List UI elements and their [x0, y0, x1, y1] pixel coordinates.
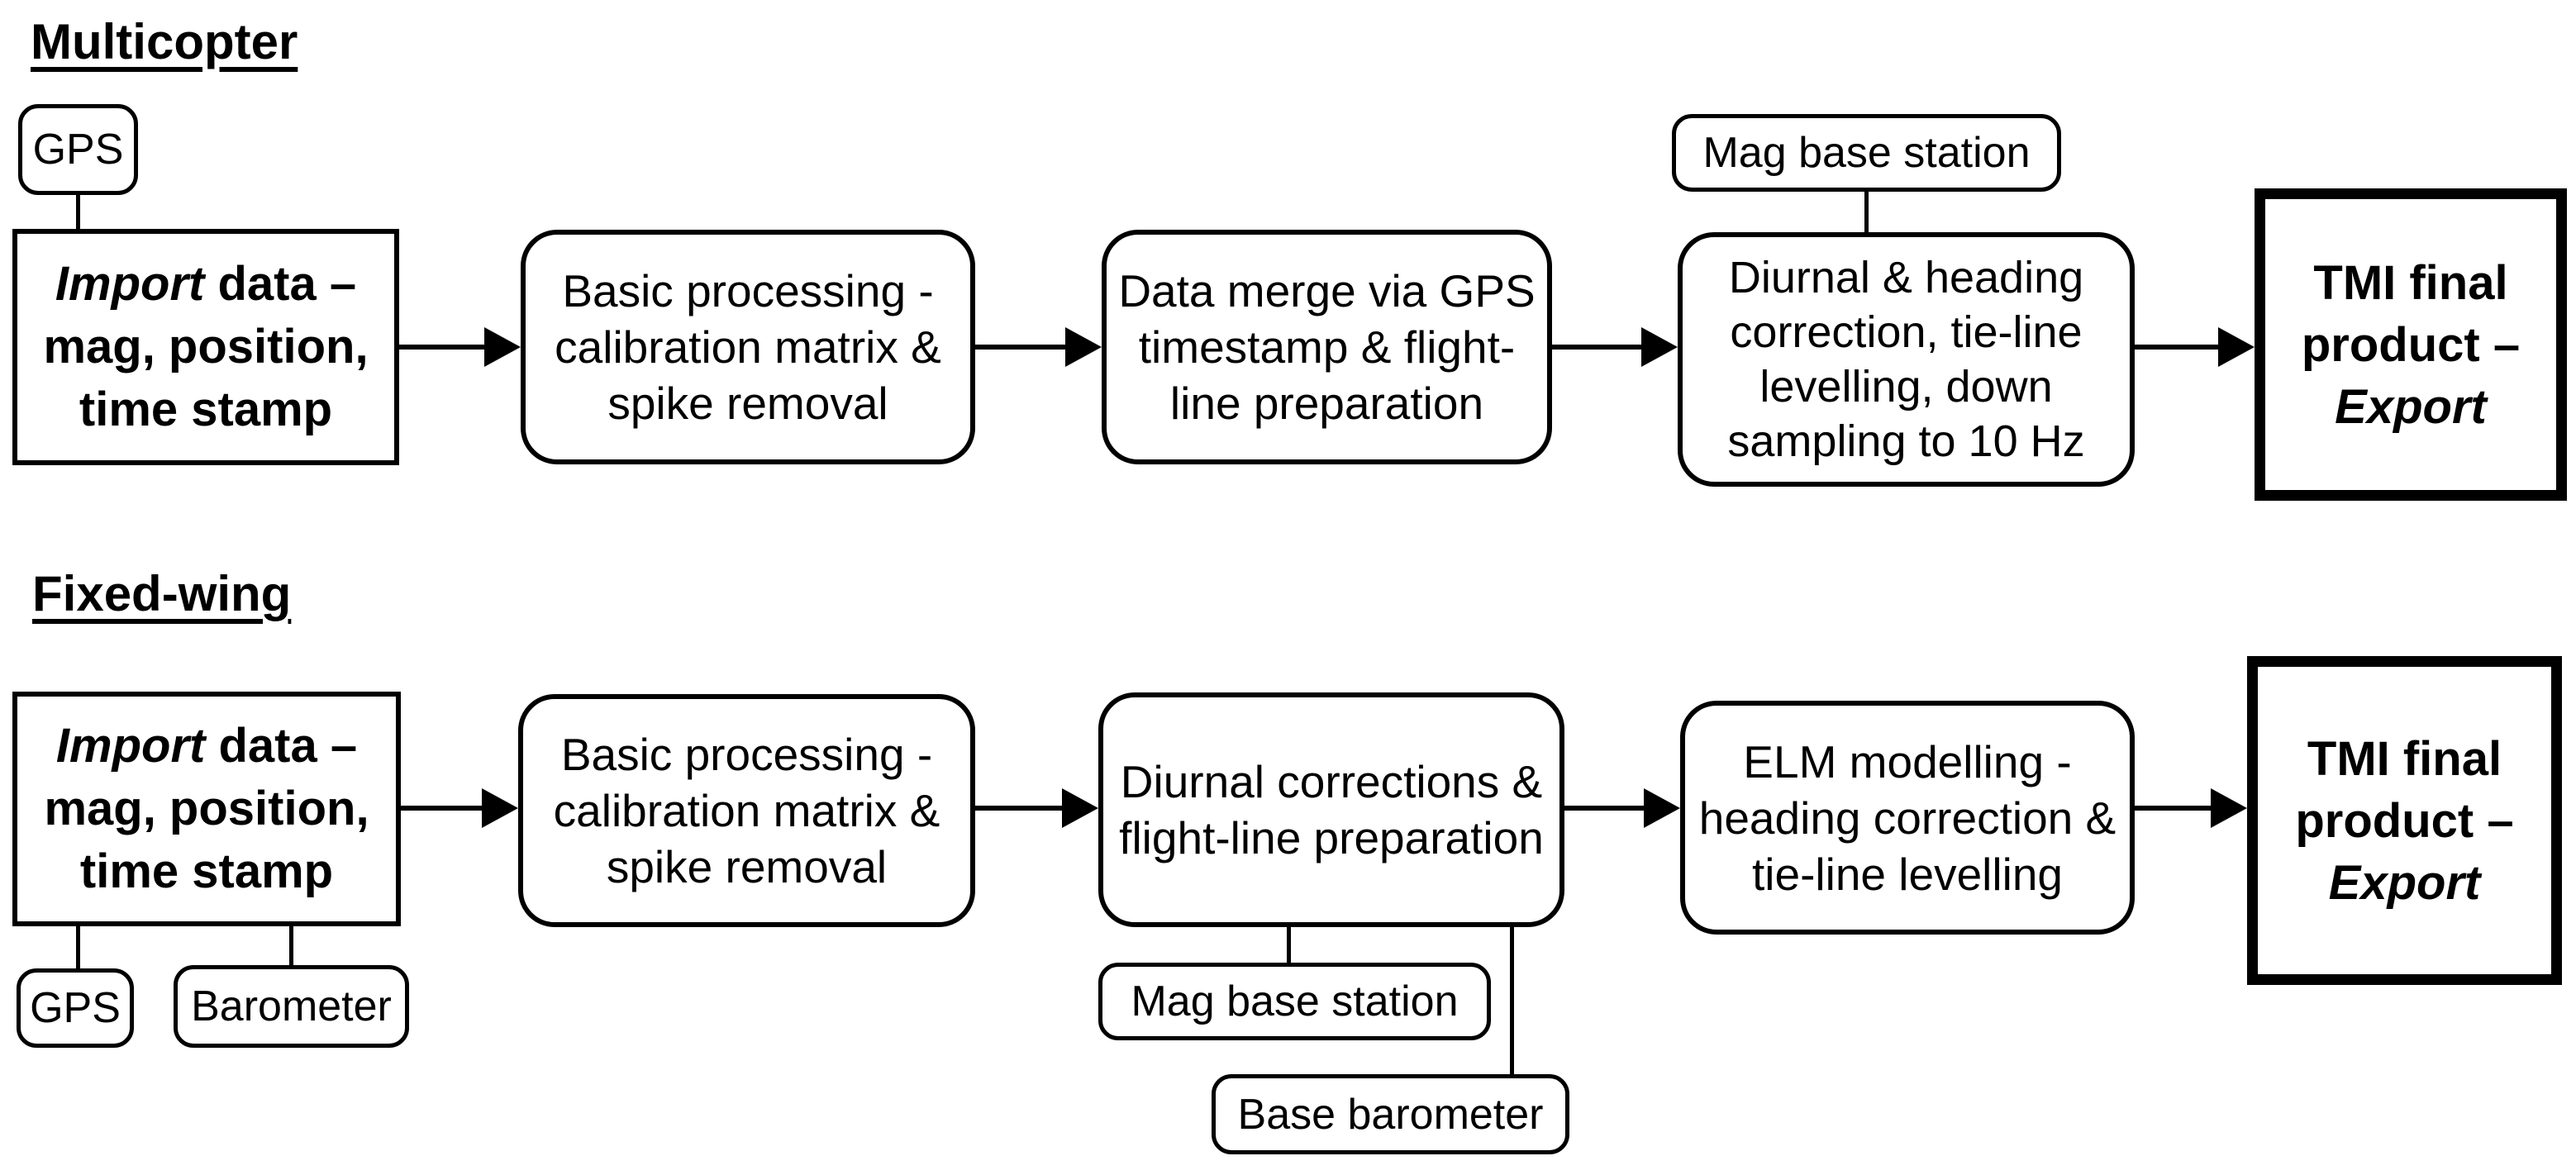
tmi-final-product-box-fixed-wing: TMI final product – Export: [2247, 656, 2562, 985]
export-word-italic: Export: [2328, 855, 2481, 910]
process-line: heading correction &: [1698, 792, 2117, 844]
process-line: Data merge via GPS: [1118, 265, 1536, 316]
export-line: TMI final: [2307, 731, 2502, 786]
process-line: Diurnal corrections &: [1120, 756, 1543, 807]
process-line: Diurnal & heading: [1728, 253, 2084, 302]
process-line: line preparation: [1169, 378, 1484, 429]
barometer-sensor-box: Barometer: [174, 965, 409, 1048]
import-line-2: mag, position,: [44, 782, 369, 835]
connector-line-diurnal-magbase: [1287, 925, 1291, 964]
connector-line-diurnal-basebarometer: [1510, 925, 1514, 1076]
section-heading-multicopter: Multicopter: [31, 14, 298, 69]
import-data-box-fixed-wing: Import data – mag, position, time stamp: [12, 692, 401, 926]
mag-base-station-label: Mag base station: [1702, 129, 2031, 177]
flow-arrow: [1564, 788, 1680, 828]
flow-arrow: [401, 788, 518, 828]
mag-base-station-label: Mag base station: [1131, 978, 1459, 1025]
process-line: calibration matrix &: [553, 785, 940, 836]
export-line: Export: [2329, 852, 2481, 914]
basic-processing-box-fixed-wing: Basic processing - calibration matrix & …: [518, 694, 975, 927]
flow-arrow: [2135, 788, 2247, 828]
diurnal-corrections-box-fixed-wing: Diurnal corrections & flight-line prepar…: [1098, 692, 1564, 927]
connector-line-gps-import: [76, 193, 80, 231]
process-line: levelling, down: [1759, 362, 2053, 411]
process-line: Basic processing -: [560, 729, 933, 780]
gps-sensor-box-multicopter: GPS: [18, 104, 138, 195]
process-line: tie-line levelling: [1751, 848, 2064, 900]
data-merge-box-multicopter: Data merge via GPS timestamp & flight- l…: [1102, 230, 1552, 464]
barometer-label: Barometer: [191, 982, 392, 1030]
export-line: product –: [2301, 317, 2521, 372]
process-line: timestamp & flight-: [1138, 321, 1516, 373]
process-line: ELM modelling -: [1743, 735, 2072, 787]
process-line: Basic processing -: [562, 265, 934, 316]
flow-arrow: [399, 327, 521, 367]
tmi-final-product-box-multicopter: TMI final product – Export: [2255, 188, 2567, 501]
process-line: correction, tie-line: [1730, 307, 2083, 357]
gps-sensor-label: GPS: [32, 126, 124, 174]
flow-arrow: [2135, 327, 2255, 367]
flow-arrow: [1552, 327, 1678, 367]
import-line-1: Import data –: [55, 257, 357, 311]
process-line: spike removal: [606, 841, 888, 892]
import-word-italic: Import: [55, 257, 205, 311]
connector-line-import-gps: [76, 924, 80, 970]
section-heading-fixed-wing: Fixed-wing: [32, 566, 292, 621]
process-line: sampling to 10 Hz: [1727, 416, 2085, 466]
flow-arrow: [975, 327, 1102, 367]
process-line: calibration matrix &: [555, 321, 941, 373]
gps-sensor-label: GPS: [30, 984, 121, 1032]
process-line: spike removal: [607, 378, 888, 429]
diurnal-correction-box-multicopter: Diurnal & heading correction, tie-line l…: [1678, 232, 2135, 487]
connector-line-magbase-diurnal: [1864, 190, 1869, 234]
process-line: flight-line preparation: [1119, 812, 1544, 863]
flow-arrow: [975, 788, 1098, 828]
export-line: product –: [2295, 793, 2514, 848]
connector-line-import-barometer: [289, 924, 293, 967]
import-line-1: Import data –: [55, 719, 358, 773]
import-line-3: time stamp: [79, 844, 334, 898]
elm-modelling-box: ELM modelling - heading correction & tie…: [1680, 701, 2135, 935]
import-line-2: mag, position,: [43, 320, 369, 373]
export-line: TMI final: [2313, 255, 2508, 310]
import-line-3: time stamp: [79, 383, 333, 436]
base-barometer-label: Base barometer: [1237, 1090, 1544, 1139]
import-word-italic: Import: [55, 719, 206, 773]
export-word-italic: Export: [2335, 379, 2487, 434]
mag-base-station-box-multicopter: Mag base station: [1672, 114, 2061, 192]
import-data-box-multicopter: Import data – mag, position, time stamp: [12, 229, 399, 465]
basic-processing-box-multicopter: Basic processing - calibration matrix & …: [521, 230, 975, 464]
export-line: Export: [2335, 376, 2487, 438]
mag-base-station-box-fixed-wing: Mag base station: [1098, 963, 1491, 1040]
base-barometer-box: Base barometer: [1212, 1074, 1569, 1154]
gps-sensor-box-fixed-wing: GPS: [17, 968, 134, 1048]
